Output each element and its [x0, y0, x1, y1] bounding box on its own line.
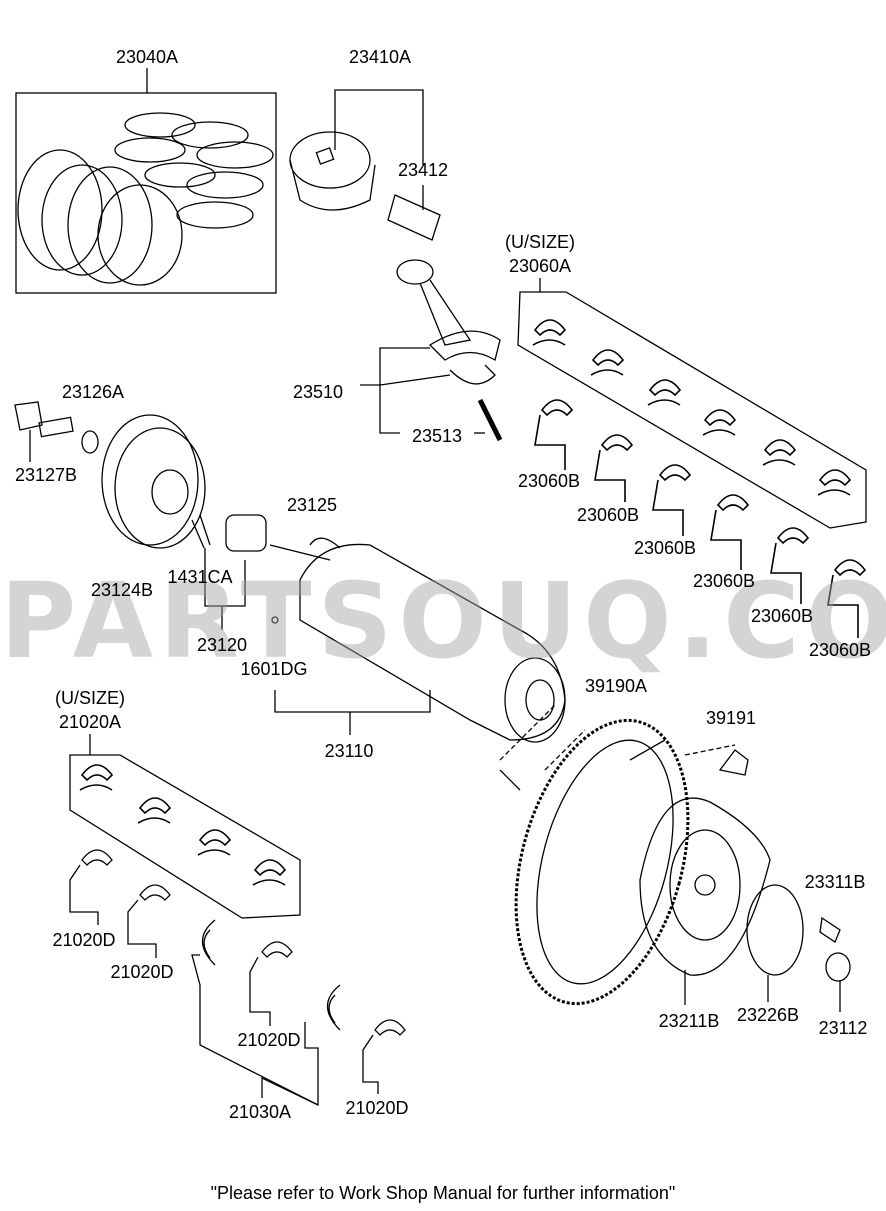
part-label-21020D[interactable]: 21020D — [345, 1098, 409, 1118]
part-label-23040A[interactable]: 23040A — [115, 47, 179, 67]
part-label-23060B[interactable]: 23060B — [633, 538, 697, 558]
ring-gear-flywheel — [499, 718, 851, 1012]
part-label-23060B[interactable]: 23060B — [750, 606, 814, 626]
loose-main-bearings — [534, 399, 867, 638]
part-label-23120[interactable]: 23120 — [196, 635, 248, 655]
part-label-23126A[interactable]: 23126A — [61, 382, 125, 402]
part-label-23226B[interactable]: 23226B — [736, 1005, 800, 1025]
crank-pulley — [14, 401, 267, 630]
crankshaft — [269, 537, 586, 771]
part-label-23060B[interactable]: 23060B — [517, 471, 581, 491]
part-label-21030A[interactable]: 21030A — [228, 1102, 292, 1122]
piston-ring-set — [15, 68, 277, 294]
watermark: PARTSOUQ.COM — [0, 560, 886, 682]
piston — [289, 89, 441, 241]
part-label-23410A[interactable]: 23410A — [348, 47, 412, 67]
part-label-39190A[interactable]: 39190A — [584, 676, 648, 696]
part-label-1601DG[interactable]: 1601DG — [240, 659, 308, 679]
part-label-21020D[interactable]: 21020D — [237, 1030, 301, 1050]
part-label-23510[interactable]: 23510 — [292, 382, 344, 402]
part-label-1431CA[interactable]: 1431CA — [167, 567, 233, 587]
part-label-23060A[interactable]: 23060A — [508, 256, 572, 276]
part-label-23311B[interactable]: 23311B — [804, 872, 866, 892]
part-label-39191[interactable]: 39191 — [705, 708, 757, 728]
part-label-21020A[interactable]: 21020A — [58, 712, 122, 732]
part-label-23127B[interactable]: 23127B — [14, 465, 78, 485]
part-label-23211B[interactable]: 23211B — [658, 1011, 720, 1031]
undersize-note: (U/SIZE) — [505, 232, 575, 252]
part-label-23412[interactable]: 23412 — [397, 160, 449, 180]
connecting-rod — [360, 259, 503, 442]
part-label-23060B[interactable]: 23060B — [692, 571, 756, 591]
lower-bearing-panel — [69, 734, 406, 1107]
part-label-21020D[interactable]: 21020D — [110, 962, 174, 982]
footer-note: "Please refer to Work Shop Manual for fu… — [210, 1183, 676, 1203]
part-label-21020D[interactable]: 21020D — [52, 930, 116, 950]
part-label-23125[interactable]: 23125 — [286, 495, 338, 515]
part-label-23124B[interactable]: 23124B — [90, 580, 154, 600]
part-label-23513[interactable]: 23513 — [411, 426, 463, 446]
upper-bearing-panel — [517, 278, 867, 529]
part-label-23110[interactable]: 23110 — [324, 741, 374, 761]
part-label-23060B[interactable]: 23060B — [576, 505, 640, 525]
part-label-23112[interactable]: 23112 — [818, 1018, 868, 1038]
part-label-23060B[interactable]: 23060B — [808, 640, 872, 660]
undersize-note: (U/SIZE) — [55, 688, 125, 708]
